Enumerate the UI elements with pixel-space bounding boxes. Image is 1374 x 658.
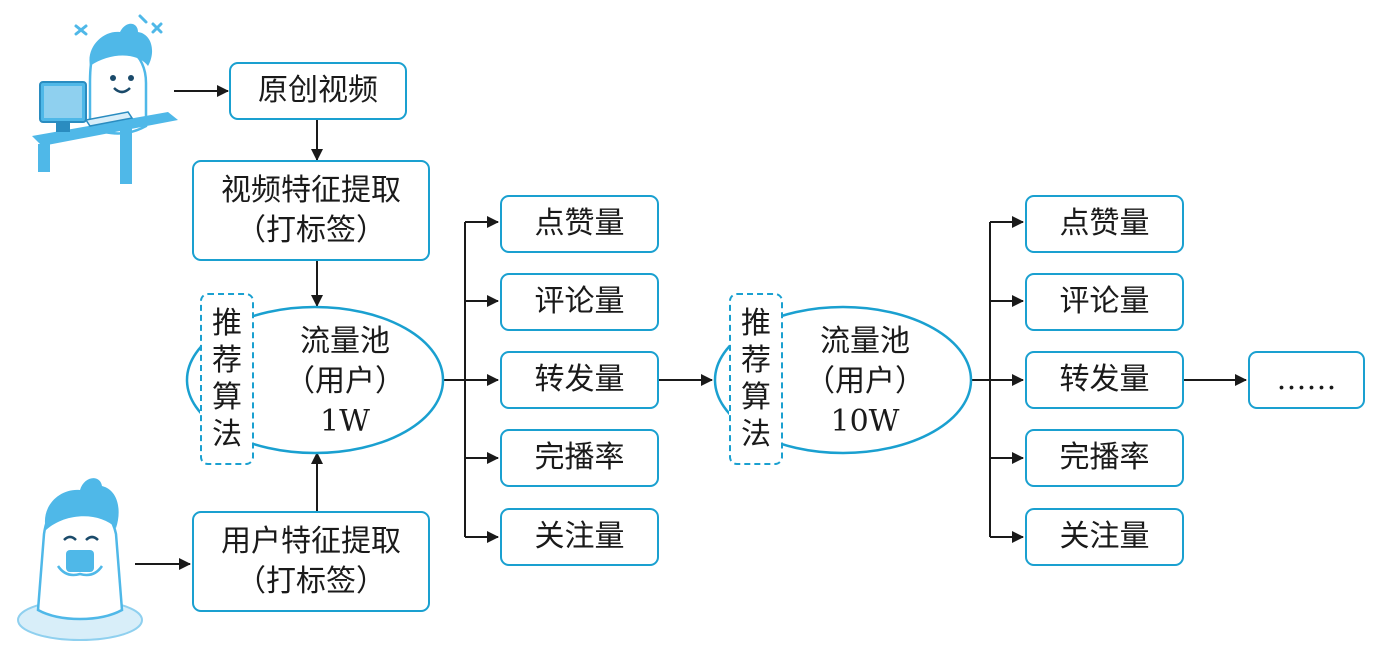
next-stage-ellipsis-box: …… [1248,351,1365,409]
user-feature-box: 用户特征提取 （打标签） [192,511,430,612]
metric2-likes: 点赞量 [1025,195,1184,253]
pool1-size: 1W [320,404,370,439]
video-feature-box: 视频特征提取 （打标签） [192,160,430,261]
user-feature-title: 用户特征提取 [221,523,401,559]
user-feature-subtitle: （打标签） [236,563,386,599]
metric2-shares: 转发量 [1025,351,1184,409]
metric1-comments: 评论量 [500,273,659,331]
video-feature-title: 视频特征提取 [221,172,401,208]
pool1-subtitle: （用户） [285,364,405,399]
pool1-title: 流量池 [300,324,390,359]
metric1-shares: 转发量 [500,351,659,409]
metric1-completion-rate: 完播率 [500,429,659,487]
original-video-box: 原创视频 [229,62,407,120]
recommend-algorithm-label-1: 推 荐 算 法 [200,293,254,465]
pool2-subtitle: （用户） [805,364,925,399]
recommend-algorithm-label-2: 推 荐 算 法 [729,293,783,465]
pool2-size: 10W [830,404,900,439]
traffic-pool-1: 流量池 （用户） 1W [270,322,420,442]
metric1-likes: 点赞量 [500,195,659,253]
metric2-completion-rate: 完播率 [1025,429,1184,487]
video-feature-subtitle: （打标签） [236,212,386,248]
user-with-phone-mascot-icon [17,478,143,641]
pool2-title: 流量池 [820,324,910,359]
original-video-label: 原创视频 [258,73,378,108]
metric2-follows: 关注量 [1025,508,1184,566]
metric1-follows: 关注量 [500,508,659,566]
creator-at-computer-mascot-icon [32,14,178,184]
traffic-pool-2: 流量池 （用户） 10W [790,322,940,442]
metric2-comments: 评论量 [1025,273,1184,331]
